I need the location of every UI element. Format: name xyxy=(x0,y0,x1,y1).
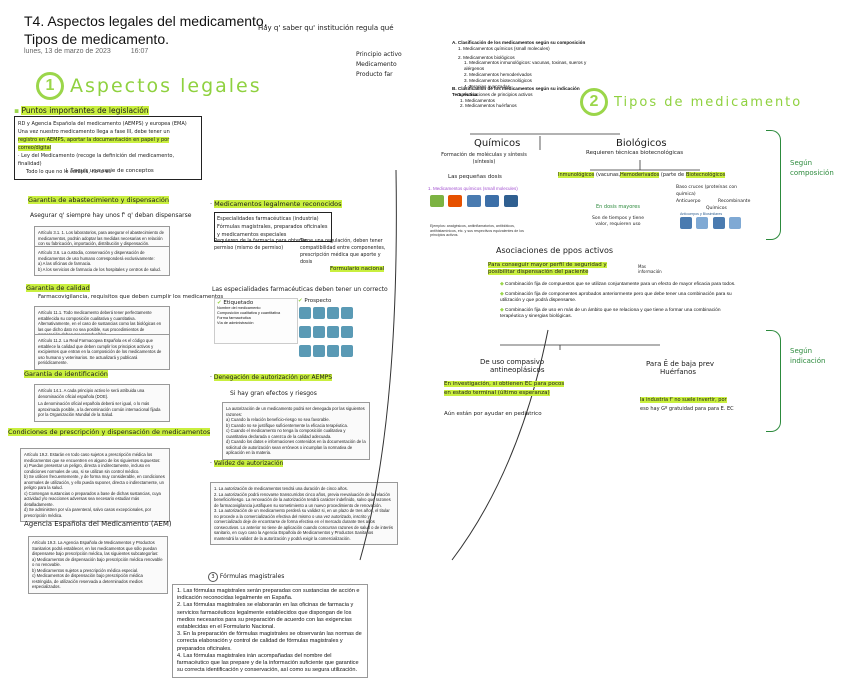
compasivo-title: De uso compasivo antineoplásicos xyxy=(480,358,545,374)
diamond-bullet-icon: ◆ xyxy=(500,291,504,297)
aemps-heading: Agencia Española del Medicamento (AEM) xyxy=(24,520,172,528)
validez-heading: · Validez de autorización xyxy=(210,460,284,467)
reconocidos-right-note: Tiene una regulación, deben tener compat… xyxy=(300,239,386,265)
formulas-heading: 3 Fórmulas magistrales xyxy=(208,572,284,582)
side-label-indicacion: Según indicación xyxy=(790,347,826,365)
composicion-brace xyxy=(766,130,781,240)
asociaciones-heading: Asociaciones de ppos activos xyxy=(496,246,614,255)
compasivo-lines: En investigación, si obtienen EC para po… xyxy=(444,381,565,417)
identificacion-art: Artículo 14.1. A cada principio activo l… xyxy=(34,384,170,422)
page-title: T4. Aspectos legales del medicamento. Ti… xyxy=(24,13,268,47)
asociaciones-tag: Mas información xyxy=(638,264,662,274)
legislacion-box: RD y Agencia Española del medicamento (A… xyxy=(14,116,202,180)
check-icon: ✔ xyxy=(298,298,303,304)
page-date: lunes, 13 de marzo de 2023 16:07 xyxy=(24,48,149,55)
bio-biotec-items: Baso cruces (proteínas con química) Anti… xyxy=(676,185,751,211)
abastecimiento-sub: Asegurar q' siempre hay unos f' q' deban… xyxy=(30,212,192,219)
legislacion-arrow: ↓ Seguir una serie de conceptos xyxy=(64,168,154,174)
asociaciones-line1: Para conseguir mayor perfil de seguridad… xyxy=(488,262,607,275)
section2-number: 2 xyxy=(580,88,608,116)
asociaciones-bullets: ◆ Combinación fija de compuestos que se … xyxy=(500,282,736,320)
bio-hemo: Hemoderivados (parte de sangre) xyxy=(620,172,705,178)
indicacion-brace xyxy=(766,330,781,432)
section2-title: Tipos de medicamento xyxy=(614,94,803,110)
quimicos-sub: Formación de moléculas y síntesis (sínte… xyxy=(441,152,527,165)
abastecimiento-art2: Artículo 3.6. La custodia, conservación … xyxy=(34,246,170,276)
arrow-down-icon: ↓ xyxy=(64,168,69,174)
section1-heading: 1 Aspectos legales xyxy=(36,72,262,100)
reconocidos-heading: · Medicamentos legalmente reconocidos xyxy=(210,200,342,208)
abastecimiento-heading: Garantía de abastecimiento y dispensació… xyxy=(28,196,169,204)
prospecto-icons xyxy=(298,306,360,363)
calidad-sub: Farmacovigilancia, requisitos que deben … xyxy=(38,294,224,300)
identificacion-heading: Garantía de identificación xyxy=(24,370,108,378)
reconocidos-left-note: Requieren de la farmacia para obtener pe… xyxy=(214,239,307,251)
validez-art: 1. La autorización de medicamentos tendr… xyxy=(210,482,398,545)
mid-note2: Son de tiempos y tiene valor, requieren … xyxy=(592,216,644,227)
biologicos-label: Biológicos xyxy=(616,138,667,149)
diamond-bullet-icon: ◆ xyxy=(500,282,504,287)
section1-title: Aspectos legales xyxy=(70,75,262,97)
prescripcion-heading: Condiciones de prescripción y dispensaci… xyxy=(8,428,211,436)
legislacion-heading: ▪ Puntos importantes de legislación xyxy=(14,106,149,115)
circle-3-icon: 3 xyxy=(208,572,218,582)
top-right-list: Principio activo Medicamento Producto fa… xyxy=(356,51,402,78)
calidad-art2: Artículo 11.2. La Real Farmacopea Españo… xyxy=(34,334,170,370)
aemps-art: Artículo 19.3. La Agencia Española de Me… xyxy=(28,536,168,594)
quimicos-label: Químicos xyxy=(474,138,521,149)
side-label-composicion: Según composición xyxy=(790,159,834,177)
etiquetado-card: ✔ Etiquetado Nombre del medicamento Comp… xyxy=(214,298,298,344)
clasificacion-a: A. Clasificación de los medicamentos seg… xyxy=(452,40,587,98)
autorizacion-heading: · Denegación de autorización por AEMPS xyxy=(210,374,333,381)
bio-biotec: Biotecnológicos xyxy=(686,172,726,178)
especialidades-heading: Las especialidades farmacéuticas deben t… xyxy=(212,286,388,293)
chem-caption: Ejemplos: analgésicos, antiinflamatorios… xyxy=(430,224,524,238)
purple-label: 1. Medicamentos químicos (small molecule… xyxy=(428,186,518,191)
formulas-box: 1. Las fórmulas magistrales serán prepar… xyxy=(172,584,368,678)
section2-heading: 2 Tipos de medicamento xyxy=(580,88,802,116)
prospecto-card: ✔ Prospecto xyxy=(298,298,360,357)
huerfanos-title: Para Ē de baja prev Huérfanos xyxy=(646,360,715,376)
calidad-heading: Garantía de calidad xyxy=(26,284,90,292)
reconocidos-tag: Formulario nacional xyxy=(330,266,385,272)
quimicos-note: Las pequeñas dosis xyxy=(448,174,502,180)
bullet-icon: ▪ xyxy=(14,106,20,115)
chem-thumbs xyxy=(430,194,518,220)
mid-note: En dosis mayores xyxy=(596,204,640,210)
top-note: Hay q' saber qu' institución regula qué xyxy=(258,24,394,32)
autorizacion-sub: Si hay gran efectos y riesgos xyxy=(230,390,317,397)
check-icon: ✔ xyxy=(217,300,222,306)
biologicos-sub: Requieren técnicas biotecnológicas xyxy=(586,150,684,156)
huerfanos-lines: la industria f' no suele invertir, por e… xyxy=(640,397,734,412)
autorizacion-art: La autorización de un medicamento podrá … xyxy=(222,402,370,460)
section1-number: 1 xyxy=(36,72,64,100)
clasificacion-b: B. Clasificación de los medicamentos seg… xyxy=(452,86,580,109)
biosim-thumbs: Anticuerpos y Biosimilares xyxy=(680,212,744,240)
bio-inmuno: Inmunológicos (vacunas, sueros) xyxy=(558,172,641,178)
prescripcion-art: Artículo 19.2. Estarán en todo caso suje… xyxy=(20,448,170,522)
diamond-bullet-icon: ◆ xyxy=(500,307,504,313)
reconocidos-box: Especialidades farmacéuticas (industria)… xyxy=(214,212,332,242)
